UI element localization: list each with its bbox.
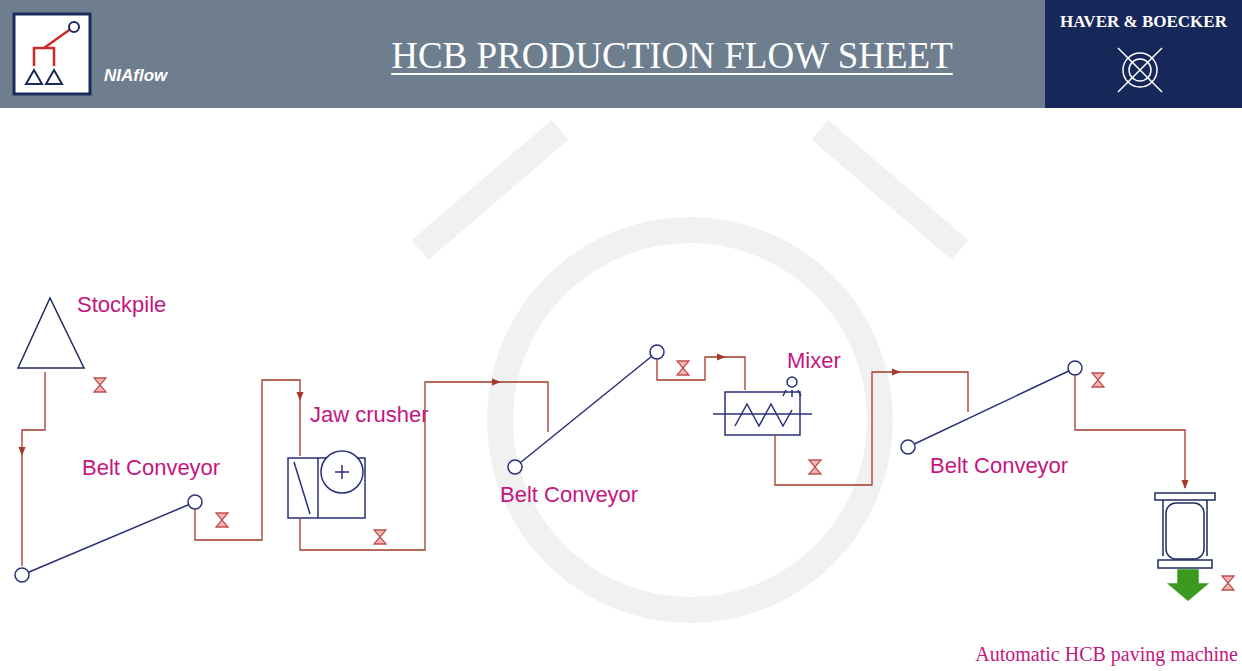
node-label: Jaw crusher: [310, 402, 429, 428]
watermark-emblem: [420, 130, 960, 610]
mixer-node: Mixer: [725, 345, 855, 440]
paving-machine-node: Automatic HCB paving machine: [918, 488, 1240, 668]
valve-marker: [94, 361, 1234, 590]
node-label: Stockpile: [77, 292, 166, 318]
node-label: Automatic HCB paving machine: [975, 642, 1238, 666]
brand-name: HAVER & BOECKER: [1045, 12, 1242, 32]
flow-connector: [250, 380, 300, 540]
paving-machine-symbol: [1155, 493, 1215, 600]
jaw-crusher-symbol: [288, 451, 365, 518]
node-label: Belt Conveyor: [500, 482, 638, 508]
header-bar: [0, 0, 1242, 108]
belt-conveyor-symbol: [508, 345, 664, 474]
brand-panel: [1045, 0, 1242, 108]
flow-connector: [22, 372, 45, 455]
flow-line: [22, 357, 1095, 566]
conveyor-node: Belt Conveyor: [10, 455, 250, 585]
node-label: Belt Conveyor: [82, 455, 220, 481]
flow-connector: [1095, 430, 1185, 488]
software-logo-text: NIAflow: [104, 66, 167, 86]
flow-connector: [665, 357, 725, 380]
stockpile-symbol: [18, 298, 84, 368]
brand-emblem: [1118, 48, 1162, 92]
page-title: HCB PRODUCTION FLOW SHEET: [152, 34, 1192, 78]
crusher-node: Jaw crusher: [275, 400, 440, 522]
belt-conveyor-symbol: [15, 495, 202, 582]
conveyor-node: Belt Conveyor: [500, 340, 665, 512]
stockpile-node: Stockpile: [15, 290, 185, 372]
node-label: Mixer: [787, 348, 841, 374]
flow-connector: [775, 372, 900, 485]
niaflow-logo: [14, 14, 90, 94]
flow-connector: [300, 382, 500, 550]
mixer-symbol: [713, 377, 812, 435]
node-label: Belt Conveyor: [930, 453, 1068, 479]
conveyor-node: Belt Conveyor: [900, 360, 1095, 482]
belt-conveyor-symbol: [901, 361, 1082, 454]
